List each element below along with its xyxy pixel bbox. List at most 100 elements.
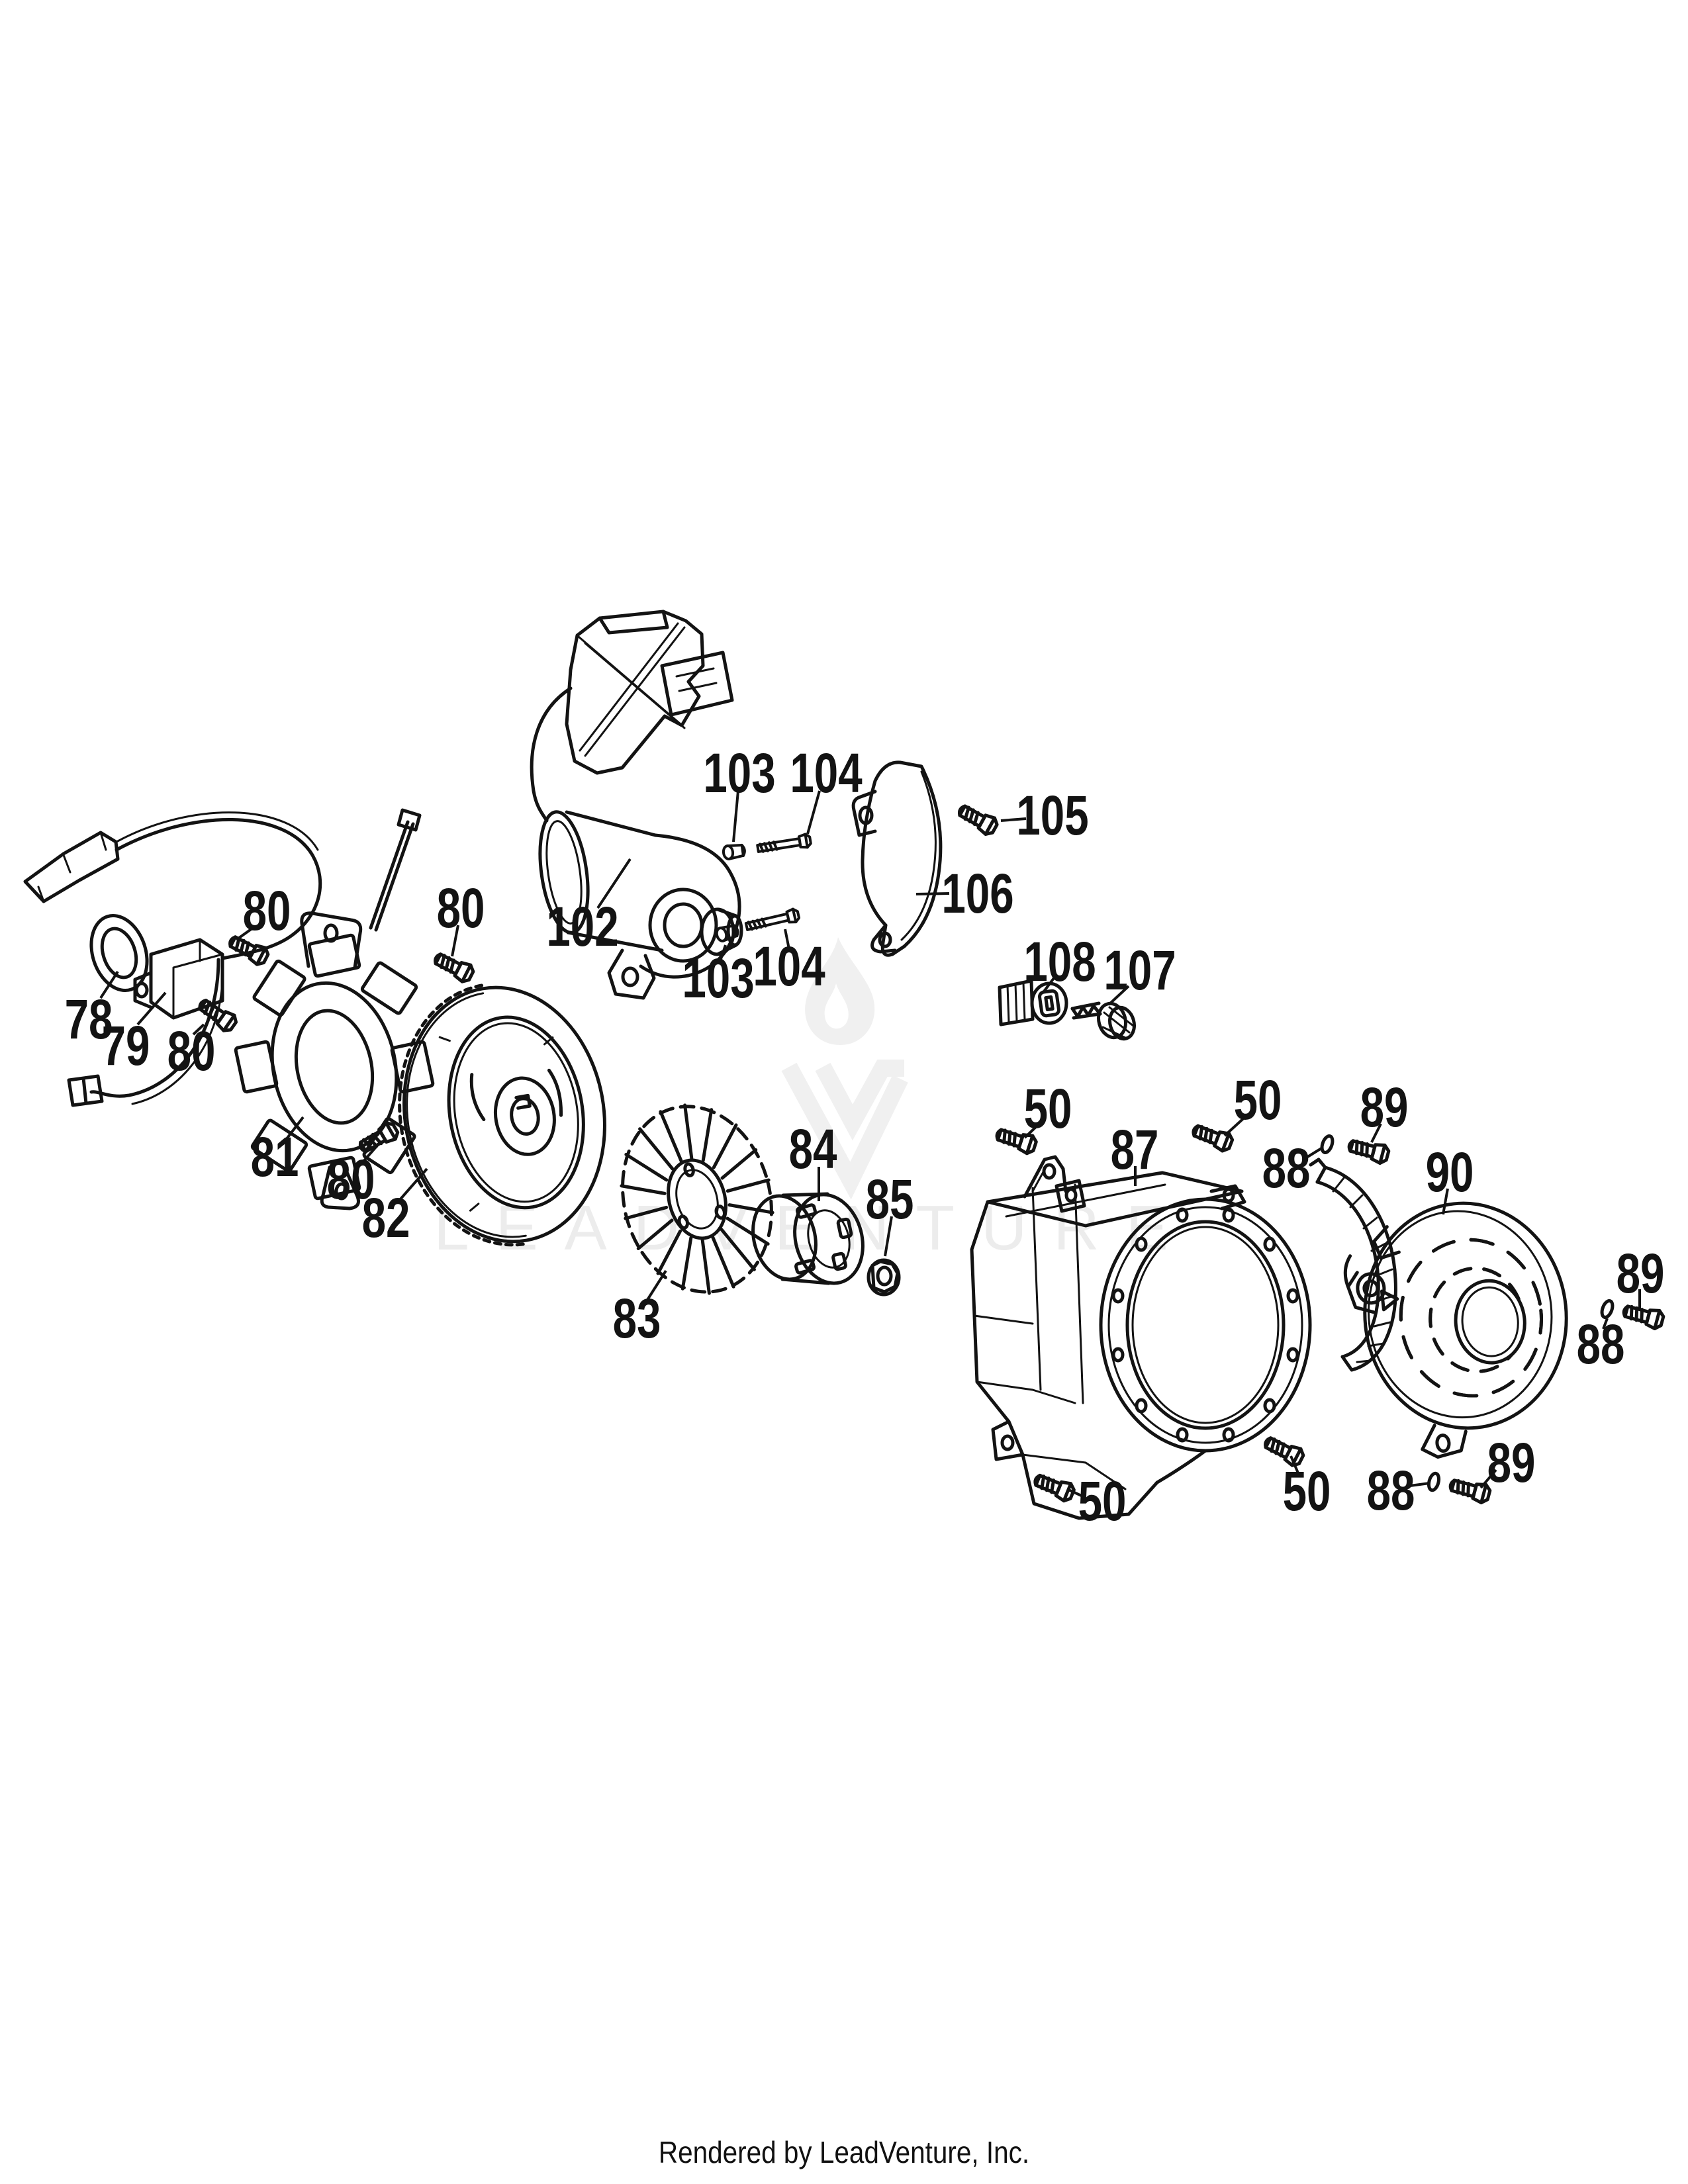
blower-housing-87 xyxy=(970,1155,1312,1520)
leader-line-50 xyxy=(1289,1455,1300,1475)
recoil-starter-90 xyxy=(1343,1201,1568,1459)
part-label-82: 82 xyxy=(362,1187,410,1249)
part-label-103: 103 xyxy=(682,947,754,1009)
electric-starter-102 xyxy=(530,610,743,1000)
flange-nut-85 xyxy=(867,1258,901,1297)
part-label-105: 105 xyxy=(1016,784,1088,846)
leader-line-50 xyxy=(1066,1488,1085,1498)
part-number-text: 102 xyxy=(546,895,618,958)
leader-line-103 xyxy=(732,790,739,842)
part-label-79: 79 xyxy=(102,1015,150,1077)
leader-line-50 xyxy=(1223,1113,1249,1137)
leader-line-83 xyxy=(646,1269,667,1301)
part-label-85: 85 xyxy=(866,1168,914,1230)
part-label-80: 80 xyxy=(437,877,485,939)
part-number-text: 50 xyxy=(1283,1460,1331,1522)
part-number-text: 80 xyxy=(327,1148,375,1210)
part-number-text: 50 xyxy=(1078,1470,1127,1532)
leader-line-50 xyxy=(1023,1122,1041,1139)
pin-103-upper xyxy=(721,842,747,861)
part-number-text: 80 xyxy=(437,877,485,939)
stator-81 xyxy=(234,808,435,1210)
leader-line-89 xyxy=(1479,1469,1497,1489)
part-label-106: 106 xyxy=(941,862,1013,925)
stud-bolt xyxy=(369,820,415,932)
part-label-50: 50 xyxy=(1283,1460,1331,1522)
part-number-text: 84 xyxy=(789,1118,837,1180)
part-number-text: 50 xyxy=(1024,1077,1072,1140)
cooling-fan-83 xyxy=(620,1103,774,1295)
bolt-89-a xyxy=(1347,1136,1390,1164)
part-number-text: 87 xyxy=(1111,1118,1159,1181)
part-label-84: 84 xyxy=(789,1118,837,1180)
part-number-text: 104 xyxy=(753,935,825,997)
part-label-50: 50 xyxy=(1024,1077,1072,1140)
leader-line-90 xyxy=(1442,1188,1449,1215)
shield-106 xyxy=(851,760,943,957)
bolt-50-b xyxy=(1191,1121,1235,1152)
part-number-text: 103 xyxy=(703,742,775,804)
ignition-key-107 xyxy=(1070,1001,1136,1041)
starter-cup-84 xyxy=(751,1192,865,1285)
part-label-104: 104 xyxy=(753,935,825,997)
leader-line-89 xyxy=(1370,1123,1382,1143)
ring-gear-teeth xyxy=(398,983,529,1247)
part-number-text: 88 xyxy=(1367,1459,1415,1522)
leader-line-88 xyxy=(1602,1318,1609,1330)
part-label-50: 50 xyxy=(1234,1069,1282,1131)
part-number-text: 106 xyxy=(941,862,1013,925)
part-number-text: 50 xyxy=(1234,1069,1282,1131)
leader-line-107 xyxy=(1107,985,1130,1006)
leader-line-103 xyxy=(719,944,727,962)
part-number-text: 89 xyxy=(1360,1076,1409,1138)
diagram-line-art xyxy=(23,610,1665,1520)
part-label-89: 89 xyxy=(1360,1076,1409,1138)
part-number-text: 105 xyxy=(1016,784,1088,846)
part-number-text: 103 xyxy=(682,947,754,1009)
part-label-88: 88 xyxy=(1262,1137,1311,1199)
part-number-text: 81 xyxy=(251,1126,299,1188)
bolt-50-d xyxy=(1032,1471,1076,1502)
leader-line-105 xyxy=(1000,817,1027,822)
part-number-text: 80 xyxy=(167,1020,216,1082)
part-number-text: 78 xyxy=(65,988,113,1050)
part-label-81: 81 xyxy=(251,1126,299,1188)
part-number-text: 108 xyxy=(1023,931,1096,993)
part-label-108: 108 xyxy=(1023,931,1096,993)
leader-line-104 xyxy=(806,790,821,835)
ignition-switch-108 xyxy=(998,979,1068,1026)
gasket-88-a xyxy=(1320,1134,1335,1154)
part-number-text: 89 xyxy=(1487,1432,1536,1494)
leader-line-82 xyxy=(398,1167,428,1202)
leader-line-85 xyxy=(884,1216,893,1257)
bolt-89-b xyxy=(1622,1302,1665,1330)
grommet-78 xyxy=(89,913,149,993)
part-label-78: 78 xyxy=(65,988,113,1050)
leader-line-79 xyxy=(136,991,167,1026)
part-label-104: 104 xyxy=(790,742,862,804)
part-number-text: 80 xyxy=(243,880,291,942)
part-number-text: 107 xyxy=(1103,939,1176,1001)
leader-line-104 xyxy=(784,929,790,950)
leader-line-102 xyxy=(596,858,632,909)
leader-line-88 xyxy=(1304,1146,1324,1160)
part-label-80: 80 xyxy=(243,880,291,942)
footer-credit: Rendered by LeadVenture, Inc. xyxy=(659,2136,1029,2170)
part-label-90: 90 xyxy=(1426,1141,1474,1203)
part-label-107: 107 xyxy=(1103,939,1176,1001)
leader-line-81 xyxy=(285,1116,305,1141)
leader-line-80 xyxy=(192,1023,205,1036)
part-number-text: 85 xyxy=(866,1168,914,1230)
leader-line-78 xyxy=(99,970,119,999)
part-label-83: 83 xyxy=(613,1287,661,1349)
part-number-text: 83 xyxy=(613,1287,661,1349)
part-label-87: 87 xyxy=(1111,1118,1159,1181)
bolt-105 xyxy=(956,801,1000,837)
part-number-text: 90 xyxy=(1426,1141,1474,1203)
flywheel-82 xyxy=(398,983,606,1247)
part-label-80: 80 xyxy=(167,1020,216,1082)
part-number-text: 82 xyxy=(362,1187,410,1249)
bolt-104-upper xyxy=(755,832,813,856)
part-label-89: 89 xyxy=(1487,1432,1536,1494)
